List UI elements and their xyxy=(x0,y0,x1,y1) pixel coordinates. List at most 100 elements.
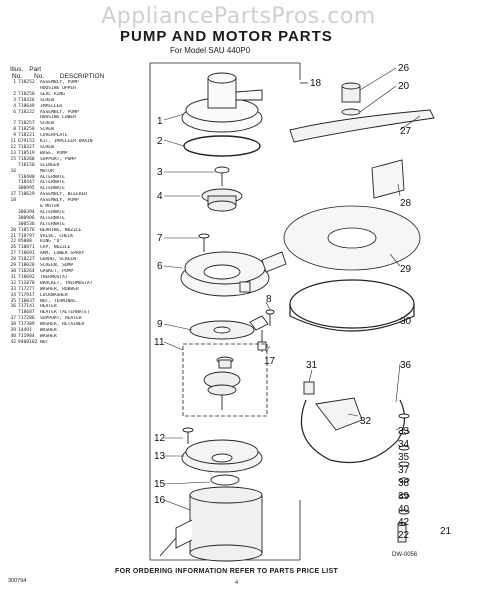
part-description: ASSEMBLY, PUMP xyxy=(40,109,79,115)
part-description: COVERPLATE xyxy=(40,133,68,139)
part-description: ASSEMBLY, PUMP xyxy=(40,80,79,85)
part-number: 718227 xyxy=(18,257,35,263)
part-illus-no: 29 xyxy=(10,263,16,269)
part-description: IMPELLER xyxy=(40,103,63,109)
parts-row: HOUSING UPPER xyxy=(8,86,136,92)
callout-26: 26 xyxy=(398,63,410,74)
part-number: 300536 xyxy=(18,221,35,227)
part-illus-no: 26 xyxy=(10,245,16,251)
part-illus-no: 1 xyxy=(13,80,16,85)
part-description: WASHER, RUBBER xyxy=(40,286,79,292)
part-description: & MOTOR xyxy=(40,204,60,210)
drain-kit-box xyxy=(182,343,268,417)
callout-28: 28 xyxy=(400,198,412,209)
part-description: NUT xyxy=(40,339,49,345)
part-description: ARM, LOWER SPRAY xyxy=(40,251,85,257)
part-number: 711870 xyxy=(18,280,35,286)
heater xyxy=(300,399,406,464)
part-illus-no: 36 xyxy=(10,304,16,310)
washer-stack xyxy=(398,413,410,515)
part-number: 718222 xyxy=(18,109,35,115)
part-description: WASHER xyxy=(40,328,57,334)
part-description: SCREW xyxy=(40,97,54,103)
part-illus-no: 42 xyxy=(10,339,16,345)
nozzle-cap xyxy=(341,82,361,116)
part-number: 300996 xyxy=(18,215,35,221)
part-description: SCREW xyxy=(40,144,54,150)
part-description: ASSEMBLY, BLEEDER xyxy=(40,192,88,198)
callout-34: 34 xyxy=(398,439,410,450)
part-description: NUT, TERMINAL xyxy=(40,298,76,304)
part-description: ALTERNATE xyxy=(40,180,65,186)
part-description: ALTERNATE xyxy=(40,209,65,215)
part-description: MOTOR xyxy=(40,168,54,174)
parts-row: 300996 ALTERNATE xyxy=(8,216,136,222)
callout-9: 9 xyxy=(157,319,163,330)
part-illus-no: 7 xyxy=(13,121,16,127)
part-description: SCREEN, SUMP xyxy=(40,263,74,269)
check-valve xyxy=(397,522,407,543)
callout-4: 4 xyxy=(157,191,163,202)
part-description: HOUSING UPPER xyxy=(40,85,76,91)
leader-lines xyxy=(163,67,421,511)
callout-7: 7 xyxy=(157,233,163,244)
part-description: SCREW xyxy=(40,121,54,127)
part-illus-no: 37 xyxy=(10,316,16,322)
part-number: 14491 xyxy=(18,328,32,334)
pump-base xyxy=(181,439,263,473)
assembly-bracket xyxy=(149,62,308,561)
callout-12: 12 xyxy=(154,433,166,444)
part-description: GASKET, PUMP xyxy=(40,269,74,274)
watermark: AppliancePartsPros.com xyxy=(101,4,376,29)
part-number: 718447 xyxy=(18,180,35,186)
part-illus-no: 34 xyxy=(10,292,16,298)
part-number: 718252 xyxy=(18,80,35,85)
part-number: 718629 xyxy=(18,192,35,198)
part-number: 718400 xyxy=(18,174,35,180)
part-description: ALTERNATE xyxy=(40,215,65,221)
part-illus-no: 6 xyxy=(13,109,16,115)
motor xyxy=(159,486,263,562)
part-number: 718692 xyxy=(18,274,35,280)
part-description: HEATER xyxy=(40,304,57,310)
sump-screen xyxy=(283,205,421,271)
part-illus-no: 30 xyxy=(10,269,16,274)
part-number: 300394 xyxy=(18,209,35,215)
callout-36: 36 xyxy=(400,360,412,371)
part-description: WASHER xyxy=(40,333,57,339)
part-number: 718257 xyxy=(18,121,35,127)
callout-42: 42 xyxy=(398,517,410,528)
thermostat xyxy=(303,381,315,395)
thermostat-bracket xyxy=(315,397,363,431)
part-number: 711984 xyxy=(18,333,35,339)
part-number: 717277 xyxy=(18,286,35,292)
part-description: RING "O" xyxy=(40,239,63,245)
callout-32: 32 xyxy=(360,416,372,427)
part-illus-no: 8 xyxy=(13,127,16,133)
pump-support xyxy=(210,474,240,486)
part-description: HOUSING LOWER xyxy=(40,115,76,121)
page-number: 4 xyxy=(235,580,239,586)
part-illus-no: 35 xyxy=(10,298,16,304)
part-description: ALTERNATE xyxy=(40,186,65,192)
part-description: ALTERNATE xyxy=(40,221,65,227)
header-part-no-label: No. xyxy=(33,73,45,80)
